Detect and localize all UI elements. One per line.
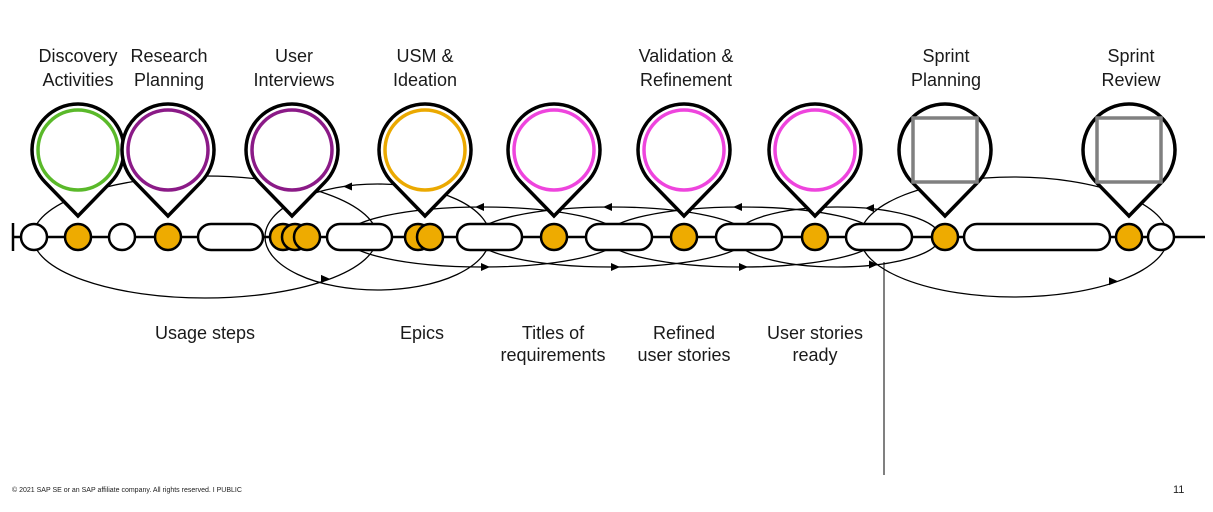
usage-steps-block xyxy=(196,222,265,252)
pin-stories-marker-icon xyxy=(767,102,863,219)
footer-copyright: © 2021 SAP SE or an SAP affiliate compan… xyxy=(12,487,242,494)
loop-epics-arrow-bottom xyxy=(481,262,490,271)
milestone-stories xyxy=(800,222,830,252)
refined-block xyxy=(584,222,654,252)
pin-validation-ring-icon xyxy=(642,108,726,192)
artifact-label-epics: Epics xyxy=(399,323,444,343)
pin-research-planning-marker-icon xyxy=(120,102,216,219)
pin-research-planning xyxy=(120,102,216,219)
pin-titles xyxy=(506,102,602,219)
open-node xyxy=(107,222,137,252)
artifact-label-refined-stories: Refined user stories xyxy=(637,323,731,365)
pin-validation xyxy=(636,102,732,219)
pin-stories xyxy=(767,102,863,219)
phase-label-sprint-review: Sprint Review xyxy=(1101,46,1161,90)
pin-discovery xyxy=(30,102,126,219)
loop-user-interviews-arrow-top xyxy=(343,182,352,191)
milestone-research-planning xyxy=(153,222,183,252)
pin-usm-ideation xyxy=(377,102,473,219)
page-number: 11 xyxy=(1173,484,1185,496)
end-node xyxy=(1146,222,1176,252)
pin-research-planning-ring-icon xyxy=(126,108,210,192)
ready-block xyxy=(844,222,914,252)
pin-sprint-planning-marker-icon xyxy=(897,102,993,219)
phase-label-discovery: Discovery Activities xyxy=(38,46,118,90)
titles-block xyxy=(455,222,524,252)
pin-sprint-review-marker-icon xyxy=(1081,102,1177,219)
milestone-sprint-review xyxy=(1114,222,1144,252)
loop-sprint-arrow-bottom xyxy=(1109,277,1118,286)
pin-sprint-review xyxy=(1081,102,1177,219)
phase-label-usm-ideation: USM & Ideation xyxy=(392,46,458,90)
pin-sprint-review-square-icon xyxy=(1095,116,1163,184)
loop-epics-arrow-top xyxy=(475,203,484,212)
loop-ready-arrow-bottom xyxy=(869,260,878,269)
milestone-discovery xyxy=(63,222,93,252)
pin-discovery-ring-icon xyxy=(36,108,120,192)
loop-ready-arrow-top xyxy=(865,204,874,213)
pin-titles-marker-icon xyxy=(506,102,602,219)
stories-block xyxy=(714,222,784,252)
pin-user-interviews-ring-icon xyxy=(250,108,334,192)
phase-label-validation: Validation & Refinement xyxy=(638,46,734,90)
phase-pins xyxy=(30,102,1177,219)
milestone-interview-3 xyxy=(292,222,322,252)
phase-label-research-planning: Research Planning xyxy=(130,46,208,90)
sprint-block xyxy=(962,222,1112,252)
milestone-titles xyxy=(539,222,569,252)
pin-stories-ring-icon xyxy=(773,108,857,192)
milestone-usm-2 xyxy=(415,222,445,252)
pin-sprint-planning-square-icon xyxy=(911,116,979,184)
phase-label-sprint-planning: Sprint Planning xyxy=(910,46,982,90)
pin-user-interviews-marker-icon xyxy=(244,102,340,219)
epics-block xyxy=(325,222,394,252)
pin-usm-ideation-ring-icon xyxy=(383,108,467,192)
artifact-label-stories-ready: User stories ready xyxy=(766,323,864,365)
pin-usm-ideation-marker-icon xyxy=(377,102,473,219)
pin-sprint-planning xyxy=(897,102,993,219)
artifact-label-titles: Titles of requirements xyxy=(500,323,606,365)
milestone-sprint-planning xyxy=(930,222,960,252)
artifact-label-usage-steps: Usage steps xyxy=(154,323,256,343)
pin-user-interviews xyxy=(244,102,340,219)
pin-titles-ring-icon xyxy=(512,108,596,192)
timeline xyxy=(11,222,1205,252)
pin-validation-marker-icon xyxy=(636,102,732,219)
pin-discovery-marker-icon xyxy=(30,102,126,219)
loop-refined-arrow-top xyxy=(733,203,742,212)
loop-refined-arrow-bottom xyxy=(739,262,748,271)
milestone-validation xyxy=(669,222,699,252)
loop-usage-steps-arrow-bottom xyxy=(321,274,330,283)
loop-titles-arrow-bottom xyxy=(611,262,620,271)
loop-titles-arrow-top xyxy=(603,203,612,212)
start-node xyxy=(19,222,49,252)
phase-label-user-interviews: User Interviews xyxy=(253,46,335,90)
